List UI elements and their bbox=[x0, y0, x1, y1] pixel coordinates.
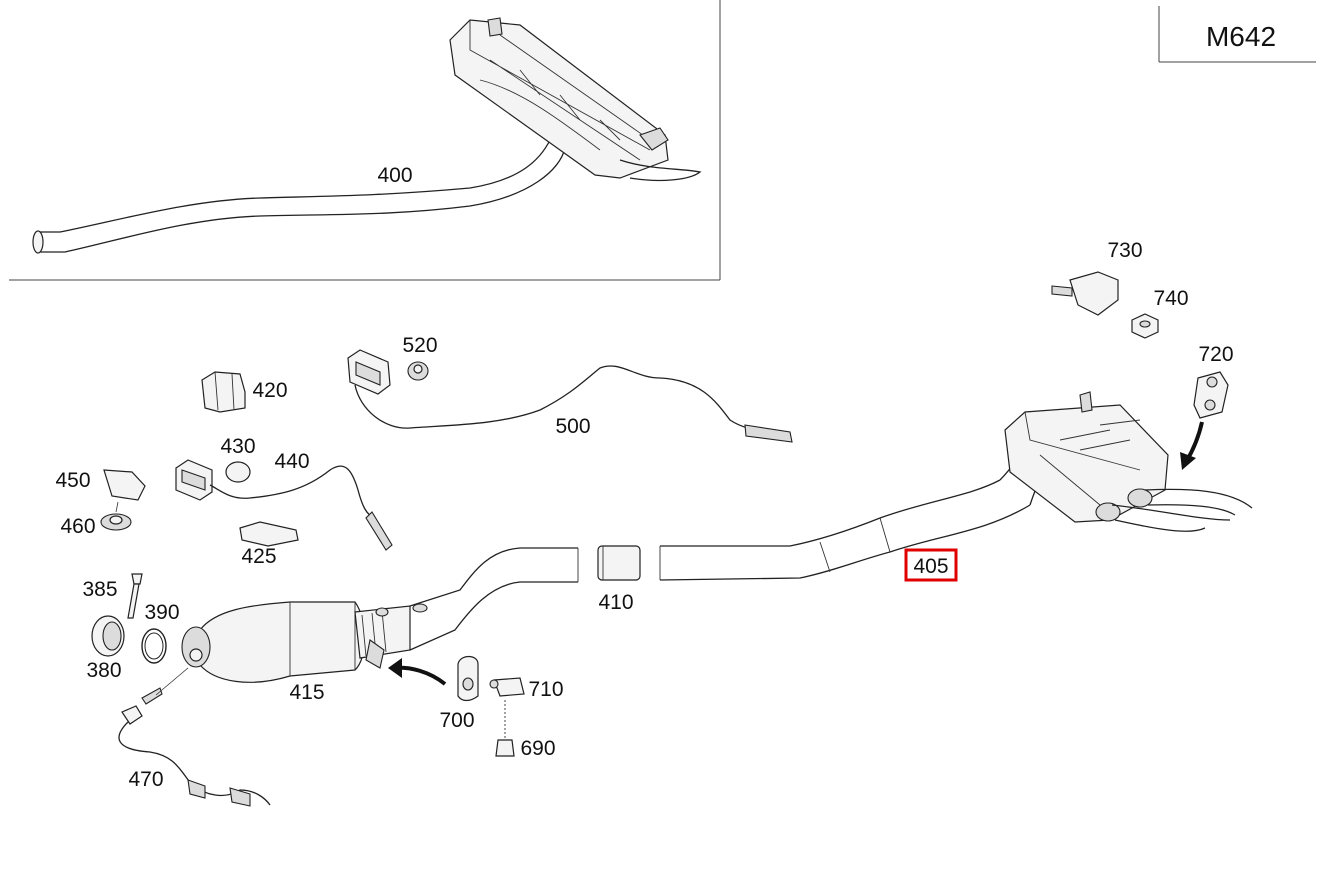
callout-500[interactable]: 500 bbox=[555, 415, 590, 438]
part-690-bolt[interactable] bbox=[495, 700, 515, 757]
callout-730[interactable]: 730 bbox=[1107, 239, 1142, 262]
callout-690[interactable]: 690 bbox=[520, 737, 555, 760]
part-410-clamp[interactable] bbox=[597, 545, 641, 581]
part-405-middle-pipe[interactable] bbox=[659, 454, 1046, 581]
callout-430[interactable]: 430 bbox=[220, 435, 255, 458]
part-380-clamp[interactable] bbox=[91, 615, 125, 657]
callout-400[interactable]: 400 bbox=[377, 164, 412, 187]
part-415-particulate-filter[interactable] bbox=[181, 601, 411, 683]
part-520-nut[interactable] bbox=[407, 361, 429, 381]
engine-code-box: M642 bbox=[1158, 6, 1316, 63]
part-390-gasket[interactable] bbox=[141, 628, 167, 664]
front-pipe-section[interactable] bbox=[375, 547, 579, 651]
callout-460[interactable]: 460 bbox=[60, 515, 95, 538]
rear-silencer[interactable] bbox=[1004, 391, 1253, 532]
callout-420[interactable]: 420 bbox=[252, 379, 287, 402]
callout-700[interactable]: 700 bbox=[439, 709, 474, 732]
part-720-rubber-hanger[interactable] bbox=[1193, 371, 1229, 419]
part-730-bracket[interactable] bbox=[1051, 271, 1119, 316]
assembly-arrow-2 bbox=[1180, 421, 1204, 470]
part-470-sensor-cable[interactable] bbox=[118, 687, 271, 807]
callout-440[interactable]: 440 bbox=[274, 450, 309, 473]
part-440-sensor[interactable] bbox=[175, 459, 393, 551]
engine-code: M642 bbox=[1206, 21, 1276, 52]
part-500-sensor[interactable] bbox=[347, 349, 793, 443]
callout-425[interactable]: 425 bbox=[241, 545, 276, 568]
callout-380[interactable]: 380 bbox=[86, 659, 121, 682]
inset-frame bbox=[9, 0, 721, 281]
callout-labels: 400 730 740 720 520 420 500 430 440 450 … bbox=[55, 164, 1233, 791]
part-425-bracket[interactable] bbox=[239, 521, 299, 547]
callout-405[interactable]: 405 bbox=[913, 555, 948, 578]
callout-385[interactable]: 385 bbox=[82, 578, 117, 601]
callout-470[interactable]: 470 bbox=[128, 768, 163, 791]
highlight-box-405 bbox=[904, 548, 958, 582]
callout-415[interactable]: 415 bbox=[289, 681, 324, 704]
part-460-nut[interactable] bbox=[100, 513, 132, 531]
callout-450[interactable]: 450 bbox=[55, 469, 90, 492]
callout-520[interactable]: 520 bbox=[402, 334, 437, 357]
callout-710[interactable]: 710 bbox=[528, 678, 563, 701]
leader-lines bbox=[115, 501, 189, 696]
callout-410[interactable]: 410 bbox=[598, 591, 633, 614]
assembly-arrow-1 bbox=[388, 658, 447, 686]
part-740-nut[interactable] bbox=[1131, 313, 1159, 339]
part-400-complete-exhaust[interactable] bbox=[32, 17, 702, 254]
part-420-holder[interactable] bbox=[201, 371, 246, 413]
part-700-rubber-hanger[interactable] bbox=[457, 655, 479, 702]
part-385-bolt[interactable] bbox=[127, 573, 143, 619]
callout-740[interactable]: 740 bbox=[1153, 287, 1188, 310]
part-430-rubber-mount[interactable] bbox=[225, 461, 251, 483]
part-710-bracket[interactable] bbox=[489, 677, 525, 697]
callout-720[interactable]: 720 bbox=[1198, 343, 1233, 366]
callout-390[interactable]: 390 bbox=[144, 601, 179, 624]
part-450-bracket[interactable] bbox=[103, 469, 146, 501]
